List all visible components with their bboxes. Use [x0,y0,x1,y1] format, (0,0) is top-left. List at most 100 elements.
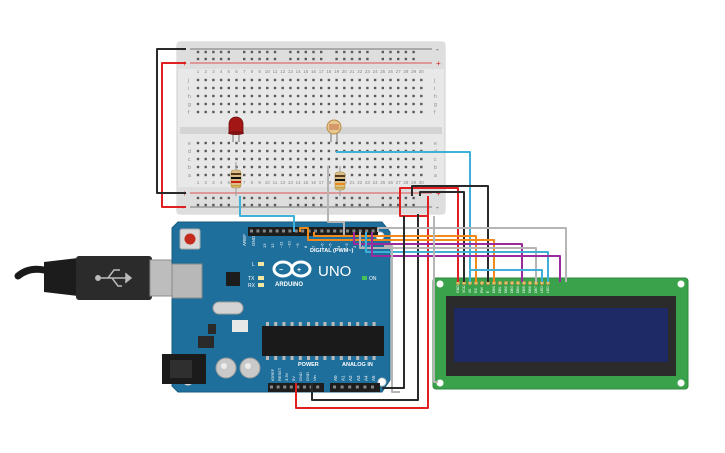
breadboard-hole [381,102,384,106]
rail-hole [404,57,408,61]
breadboard-hole [204,86,207,90]
breadboard-column-number: 5 [228,180,231,185]
rail-hole [204,50,207,54]
breadboard-hole [281,157,284,161]
rail-hole [312,57,315,61]
breadboard-hole [320,157,323,161]
capacitor-1-top [221,363,227,369]
led-l-label: L [252,262,255,268]
header-pin [371,385,374,389]
breadboard-row-letter: b [434,165,437,171]
breadboard-hole [389,102,392,106]
breadboard-hole [358,141,361,145]
breadboard-hole [420,157,423,161]
rail-hole [412,50,415,54]
breadboard-hole [250,141,254,145]
breadboard-hole [204,94,207,98]
breadboard-row-letter: e [434,141,437,147]
logo-plus: + [297,267,301,274]
breadboard-hole [327,94,331,98]
breadboard-hole [335,141,338,145]
breadboard-column-number: 3 [212,180,215,185]
chip-pin [323,322,327,326]
breadboard-hole [250,86,254,90]
chip-pin [364,322,368,326]
breadboard-hole [389,173,392,177]
breadboard-hole [296,110,300,114]
rail-hole [219,203,223,207]
breadboard-hole [281,110,284,114]
breadboard-hole [258,102,261,106]
rail-hole [227,57,230,61]
breadboard-column-number: 1 [197,69,200,74]
breadboard-hole [312,149,315,153]
voltage-regulator [198,336,214,348]
breadboard-hole [373,173,377,177]
breadboard-hole [397,173,400,177]
breadboard-row-letter: b [188,165,191,171]
rail-hole [397,50,400,54]
led-on-label: ON [369,276,377,282]
lcd-mount-hole-2 [677,280,685,288]
capacitor-2-top [245,363,251,369]
breadboard-hole [196,94,200,98]
rail-hole [219,196,223,200]
rail-hole [358,50,361,54]
breadboard-row-letter: i [188,86,189,92]
breadboard-column-number: 26 [388,180,394,185]
rail-hole [258,203,261,207]
breadboard-column-number: 22 [357,180,363,185]
header-pin [355,385,359,389]
rail-hole [296,50,300,54]
breadboard-hole [273,141,277,145]
breadboard-hole [304,78,307,82]
header-pin [346,229,349,233]
power-pin-label: IOREF [270,368,275,381]
breadboard-hole [273,173,277,177]
usb-port [171,263,203,299]
rail-hole [404,50,408,54]
gnd-label: GND [251,235,256,246]
header-pin [307,229,311,233]
rail-minus-label-top-right: - [436,45,439,54]
reset-button-cap[interactable] [184,233,196,245]
rail-hole [381,50,384,54]
resistor-led-band-2 [231,177,241,179]
breadboard-hole [404,141,408,145]
header-pin [250,229,253,233]
breadboard-hole [420,94,423,98]
resistor-ldr-band-2 [335,179,345,181]
breadboard-hole [219,102,223,106]
wire-led-to-pin [239,196,295,232]
led-rim [228,131,244,135]
chip-pin [290,356,294,360]
breadboard-hole [227,102,230,106]
rail-hole [397,203,400,207]
breadboard-hole [404,173,408,177]
rail-hole [289,50,292,54]
breadboard-hole [227,141,230,145]
breadboard-column-number: 9 [258,69,261,74]
power-pin-label: RESET [277,367,282,381]
breadboard-hole [373,157,377,161]
breadboard-row-letter: j [187,78,189,84]
rail-hole [358,57,361,61]
rail-hole [196,50,200,54]
breadboard-hole [196,102,200,106]
breadboard-hole [312,78,315,82]
breadboard-hole [412,94,415,98]
breadboard-column-number: 6 [235,69,238,74]
breadboard-hole [296,165,300,169]
breadboard-hole [243,165,246,169]
resistor-ldr [334,166,346,196]
breadboard-hole [404,78,408,82]
breadboard-hole [258,165,261,169]
digital-pin-label: 13 [262,243,267,248]
breadboard-hole [266,141,269,145]
breadboard-hole [358,78,361,82]
digital-pin-label: 2 [352,245,357,248]
breadboard-hole [250,149,254,153]
